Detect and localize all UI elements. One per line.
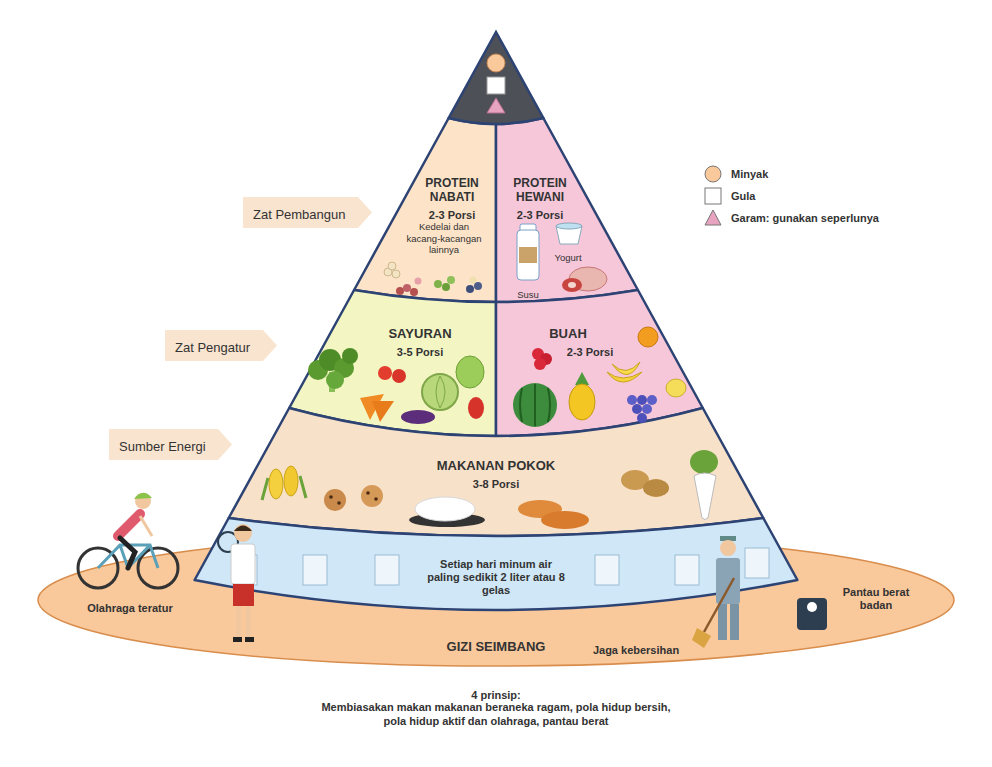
tier-heading: PROTEIN HEWANI [502,176,578,204]
tier-heading: Olahraga teratur [87,601,173,615]
tier-heading: PROTEIN NABATI [414,176,490,204]
pyramid-tier: PROTEIN HEWANI 2-3 Porsi [493,115,641,305]
pyramid-apex [449,32,544,124]
text-holder: PROTEIN HEWANI [502,176,578,205]
legend-text: Gula [731,189,755,203]
tier-heading: Setiap hari minum air paling sedikit 2 l… [426,558,566,597]
pyramid-tier-shape [351,115,499,305]
tag-label: Sumber Energi [109,429,232,460]
scale-picture [797,598,827,630]
tag-label-outline [165,330,277,361]
tier-heading: BUAH [549,326,587,342]
text-holder: 3-5 Porsi [380,342,460,360]
water-band-outline [195,518,798,610]
text-holder: Susu [508,284,548,302]
text-holder: Zat Pengatur [175,338,250,356]
text-holder: 2-3 Porsi [555,342,625,360]
legend-swatch-box [703,208,723,228]
tag-label: Zat Pembangun [243,197,372,228]
tag-text: Sumber Energi [119,439,206,455]
pyramid-tier-outline [496,118,638,302]
text-holder: Yogurt [543,247,593,265]
text-holder: MAKANAN POKOK [416,456,576,474]
legend-row: Gula [703,185,879,207]
tier-text: 2-3 Porsi [567,345,613,359]
pyramid-tier-outline [289,290,496,436]
tier-text: 2-3 Porsi [517,208,563,222]
legend-swatch-box [703,164,723,184]
pyramid-tier: BUAH 2-3 Porsi [493,287,706,439]
text-holder: Jaga kebersihan [581,640,691,658]
legend-text: Minyak [731,167,768,181]
pyramid-tier-outline [229,408,764,536]
pyramid-tier-shape [493,287,706,439]
text-holder: Membiasakan makan makanan beraneka ragam… [321,700,671,729]
food-label: Yogurt [554,252,581,264]
text-holder: Zat Pembangun [253,205,346,223]
legend-row: Minyak [703,163,879,185]
food-label: Susu [517,289,539,301]
caption: Membiasakan makan makanan beraneka ragam… [321,700,671,728]
text-holder: Sumber Energi [119,437,206,455]
tier-text: 2-3 Porsi [429,208,475,222]
water-band: Setiap hari minum air paling sedikit 2 l… [191,515,800,613]
text-holder: Setiap hari minum air paling sedikit 2 l… [426,558,566,598]
tier-text: Kedelai dan kacang-kacangan lainnya [401,221,487,256]
text-holder: PROTEIN NABATI [414,176,490,205]
tier-heading: SAYURAN [388,326,451,342]
legend-text: Garam: gunakan seperlunya [731,211,879,225]
pyramid-tier: MAKANAN POKOK 3-8 Porsi [225,405,766,539]
text-holder: 2-3 Porsi [500,205,580,223]
tier-text: 3-5 Porsi [397,345,443,359]
legend: MinyakGulaGaram: gunakan seperlunya [703,163,879,229]
pyramid-tier: SAYURAN 3-5 Porsi [286,287,499,439]
base-ellipse-outline [38,534,954,666]
legend-swatch [705,210,721,225]
tier-text: Pantau berat badan [841,586,911,612]
text-holder: Kedelai dan kacang-kacangan lainnya [401,221,487,257]
text-holder: GIZI SEIMBANG [416,637,576,655]
tag-label-outline [109,429,232,460]
legend-swatch-box [703,186,723,206]
tag-text: Zat Pembangun [253,207,346,223]
text-holder: Olahraga teratur [75,598,185,616]
legend-row: Garam: gunakan seperlunya [703,207,879,229]
legend-swatch [705,166,721,182]
pyramid-tier-shape [493,115,641,305]
pyramid-tier-outline [496,290,703,436]
text-holder: 3-8 Porsi [456,474,536,492]
legend-swatch [705,188,721,204]
tag-label-outline [243,197,372,228]
tag-text: Zat Pengatur [175,340,250,356]
text-holder: BUAH [533,324,603,342]
pyramid-tier-shape [286,287,499,439]
tier-text: 3-8 Porsi [473,477,519,491]
text-holder: 4 prinsip: [396,685,596,703]
text-holder: SAYURAN [370,324,470,342]
pyramid-tier: PROTEIN NABATI 2-3 PorsiKedelai dan kacan… [351,115,499,305]
principle-heading: 4 prinsip: [471,688,521,702]
tag-label: Zat Pengatur [165,330,277,361]
base-ellipse: Olahraga teraturGIZI SEIMBANG Jaga kebers… [36,532,956,668]
pyramid-tier-outline [354,118,496,302]
tier-text: Jaga kebersihan [593,643,679,657]
text-holder: Pantau berat badan [841,586,911,613]
text-holder: 2-3 Porsi [412,205,492,223]
tier-text: GIZI SEIMBANG [447,639,546,655]
tier-heading: MAKANAN POKOK [437,458,555,474]
